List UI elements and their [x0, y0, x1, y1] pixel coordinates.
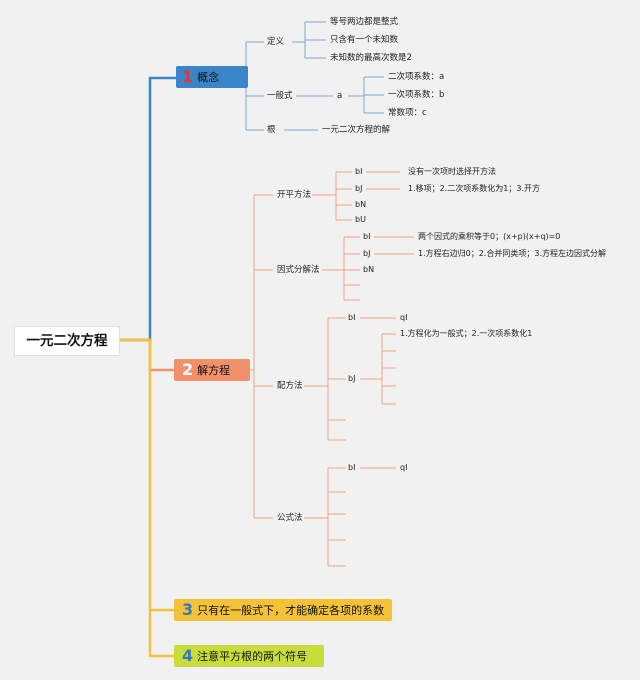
- solve-lines: [242, 171, 414, 567]
- method-factoring[interactable]: 因式分解法: [277, 265, 320, 275]
- method-key[interactable]: bJ: [348, 374, 356, 383]
- branch-number: 1: [182, 67, 194, 86]
- branch-label: 解方程: [197, 364, 231, 377]
- branch-label: 只有在一般式下，才能确定各项的系数: [197, 604, 385, 617]
- branch-number: 2: [182, 360, 194, 379]
- branch-number: 4: [182, 646, 194, 665]
- coef-item[interactable]: 常数项：c: [388, 108, 427, 118]
- root-description[interactable]: 一元二次方程的解: [322, 125, 391, 135]
- node-general-a[interactable]: a: [337, 91, 343, 101]
- trunk-orange: [118, 338, 174, 372]
- trunk-yellow: [118, 338, 174, 612]
- method-note[interactable]: 两个因式的乘积等于0；(x+p)(x+q)=0: [418, 232, 561, 241]
- def-item[interactable]: 未知数的最高次数是2: [330, 53, 412, 63]
- method-note[interactable]: 1.方程右边归0；2.合并同类项；3.方程左边因式分解: [418, 249, 606, 258]
- method-note[interactable]: qI: [400, 463, 408, 472]
- method-key[interactable]: bN: [355, 200, 367, 209]
- coef-item[interactable]: 一次项系数：b: [388, 90, 445, 100]
- branch-label: 概念: [197, 71, 220, 84]
- def-item[interactable]: 只含有一个未知数: [330, 35, 399, 45]
- method-key[interactable]: bI: [363, 232, 371, 241]
- method-key[interactable]: bI: [355, 167, 363, 176]
- method-completing-square[interactable]: 配方法: [277, 381, 303, 391]
- method-key[interactable]: bI: [348, 463, 356, 472]
- trunk-yellow-2: [148, 610, 174, 658]
- node-definition[interactable]: 定义: [267, 37, 285, 47]
- node-root[interactable]: 根: [267, 125, 276, 135]
- method-key[interactable]: bN: [363, 265, 375, 274]
- node-general-form[interactable]: 一般式: [267, 91, 293, 101]
- branch-label: 注意平方根的两个符号: [197, 650, 308, 663]
- root-node[interactable]: 一元二次方程: [14, 326, 120, 356]
- method-key[interactable]: bI: [348, 313, 356, 322]
- method-note[interactable]: qI: [400, 313, 408, 322]
- method-key[interactable]: bJ: [363, 249, 371, 258]
- trunk-blue: [118, 76, 176, 342]
- method-note[interactable]: 1.移项；2.二次项系数化为1；3.开方: [408, 184, 540, 193]
- branch-number: 3: [182, 600, 194, 619]
- def-item[interactable]: 等号两边都是整式: [330, 17, 399, 27]
- method-square-root[interactable]: 开平方法: [277, 190, 312, 200]
- method-key[interactable]: bU: [355, 215, 366, 224]
- coef-item[interactable]: 二次项系数：a: [388, 72, 445, 82]
- method-note[interactable]: 没有一次项时选择开方法: [408, 167, 496, 176]
- method-formula[interactable]: 公式法: [277, 513, 303, 523]
- method-key[interactable]: bJ: [355, 184, 363, 193]
- method-note[interactable]: 1.方程化为一般式；2.一次项系数化1: [400, 329, 533, 338]
